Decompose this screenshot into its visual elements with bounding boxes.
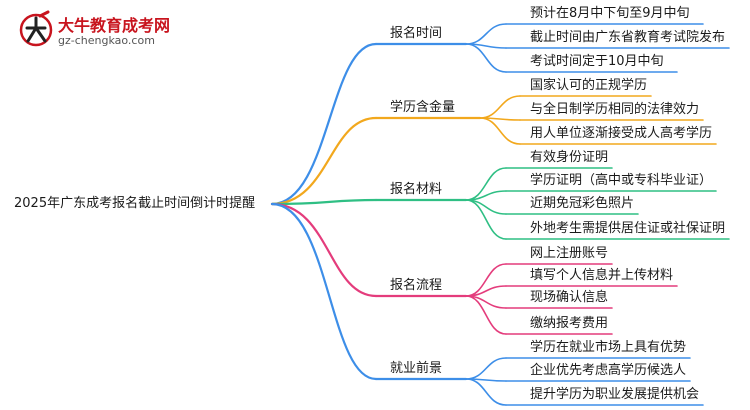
branch-label: 报名时间 (390, 26, 443, 41)
leaf-connector (479, 117, 521, 145)
branch-connector (270, 202, 378, 381)
leaf-label: 近期免冠彩色照片 (530, 196, 635, 211)
leaf-connector (479, 95, 521, 119)
root-topic: 2025年广东成考报名截止时间倒计时提醒 (14, 196, 256, 211)
branch-label: 就业前景 (390, 361, 443, 376)
leaf-connector (465, 43, 507, 73)
leaf-label: 预计在8月中下旬至9月中旬 (530, 6, 690, 21)
leaf-label: 现场确认信息 (530, 290, 609, 305)
leaf-label: 缴纳报考费用 (530, 316, 609, 331)
site-logo[interactable]: 大牛教育成考网 gz-chengkao.com (18, 10, 218, 52)
logo-mark-icon (19, 10, 53, 47)
branch-label: 学历含金量 (390, 100, 456, 115)
leaf-connector (465, 357, 507, 380)
branch-connector (270, 198, 378, 206)
branch-label: 报名材料 (390, 182, 443, 197)
leaf-label: 国家认可的正规学历 (530, 78, 648, 93)
leaf-label: 考试时间定于10月中旬 (530, 54, 664, 69)
leaf-label: 用人单位逐渐接受成人高考学历 (530, 126, 713, 141)
logo-title: 大牛教育成考网 (58, 16, 171, 35)
leaf-connector (465, 295, 507, 335)
branch-connector (270, 42, 378, 206)
leaf-connector (465, 378, 507, 406)
leaf-label: 学历在就业市场上具有优势 (530, 340, 687, 355)
leaf-label: 网上注册账号 (530, 246, 609, 261)
leaf-label: 截止时间由广东省教育考试院发布 (530, 30, 726, 45)
logo-url: gz-chengkao.com (58, 34, 155, 47)
leaf-label: 有效身份证明 (530, 150, 609, 165)
leaf-label: 填写个人信息并上传材料 (530, 268, 674, 283)
branch-connector (270, 116, 378, 206)
leaf-connector (465, 199, 507, 240)
leaf-label: 与全日制学历相同的法律效力 (530, 102, 700, 117)
leaf-label: 学历证明（高中或专科毕业证） (530, 173, 713, 188)
leaf-label: 企业优先考虑高学历候选人 (530, 363, 687, 378)
leaf-label: 提升学历为职业发展提供机会 (530, 387, 700, 402)
branch-label: 报名流程 (390, 278, 443, 293)
leaf-label: 外地考生需提供居住证或社保证明 (530, 221, 726, 236)
branch-connector (270, 202, 378, 298)
leaf-connector (465, 23, 507, 45)
